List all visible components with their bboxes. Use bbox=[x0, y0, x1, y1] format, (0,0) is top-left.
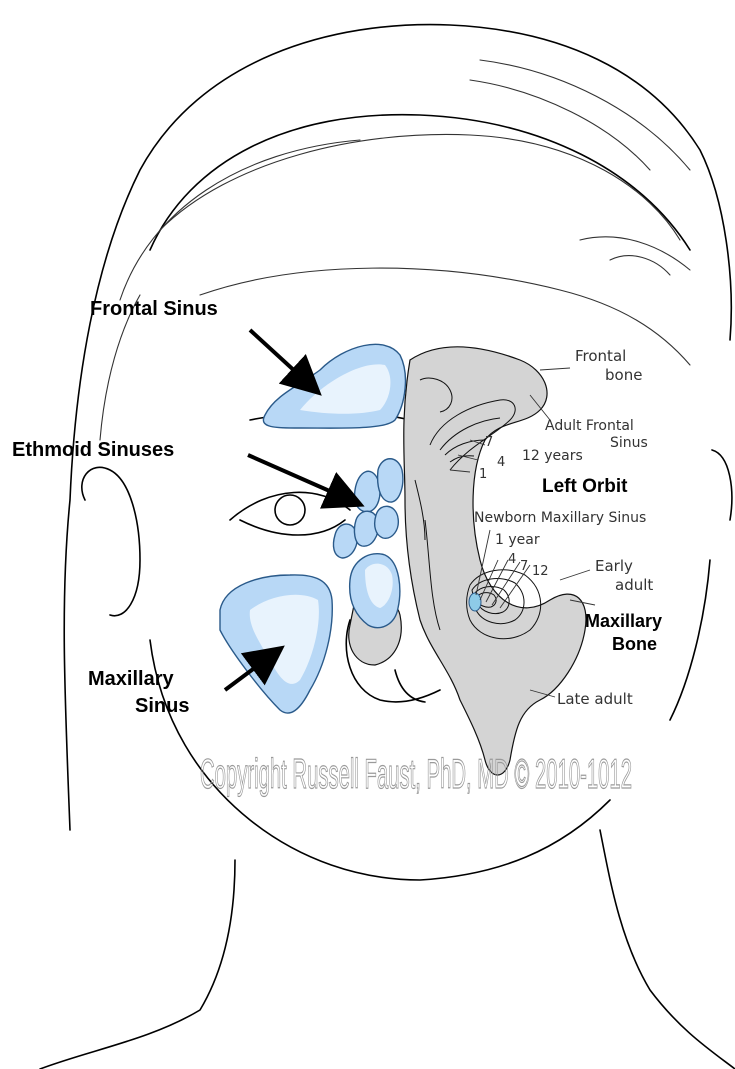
ethmoid-sinuses-arrow bbox=[248, 455, 350, 500]
newborn-maxillary-sinus-label: Newborn Maxillary Sinus bbox=[474, 510, 646, 526]
num-7-upper: 7 bbox=[485, 435, 493, 450]
num-4-lower: 4 bbox=[508, 552, 516, 567]
frontal-bone-label-line2: bone bbox=[605, 366, 642, 384]
twelve-years-label: 12 years bbox=[522, 448, 583, 464]
frontal-sinus-arrow bbox=[250, 330, 310, 385]
num-1-upper: 1 bbox=[479, 467, 487, 482]
late-adult-label: Late adult bbox=[557, 690, 633, 708]
ethmoid-sinuses-shape bbox=[333, 459, 402, 628]
maxillary-bone-label-line2: Bone bbox=[612, 634, 657, 654]
frontal-bone-label-line1: Frontal bbox=[575, 347, 626, 365]
num-12-lower: 12 bbox=[532, 564, 549, 579]
maxillary-sinus-shape bbox=[220, 575, 332, 713]
adult-frontal-sinus-label-line2: Sinus bbox=[610, 435, 648, 451]
num-4-upper: 4 bbox=[497, 455, 505, 470]
frontal-sinus-shape bbox=[263, 344, 405, 428]
one-year-label: 1 year bbox=[495, 532, 540, 548]
num-7-lower: 7 bbox=[520, 559, 528, 574]
frontal-sinus-label: Frontal Sinus bbox=[90, 298, 218, 320]
maxillary-sinus-label-line1: Maxillary bbox=[88, 668, 174, 690]
copyright-watermark: Copyright Russell Faust, PhD, MD © 2010-… bbox=[200, 750, 632, 797]
maxillary-sinus-label-line2: Sinus bbox=[135, 695, 189, 717]
adult-frontal-sinus-label-line1: Adult Frontal bbox=[545, 418, 634, 434]
head-outline bbox=[40, 25, 735, 1069]
early-adult-label-line1: Early bbox=[595, 557, 633, 575]
left-orbit-label: Left Orbit bbox=[542, 476, 628, 497]
early-adult-label-line2: adult bbox=[615, 576, 653, 594]
maxillary-bone-label-line1: Maxillary bbox=[585, 611, 662, 631]
ethmoid-sinuses-label: Ethmoid Sinuses bbox=[12, 439, 174, 461]
